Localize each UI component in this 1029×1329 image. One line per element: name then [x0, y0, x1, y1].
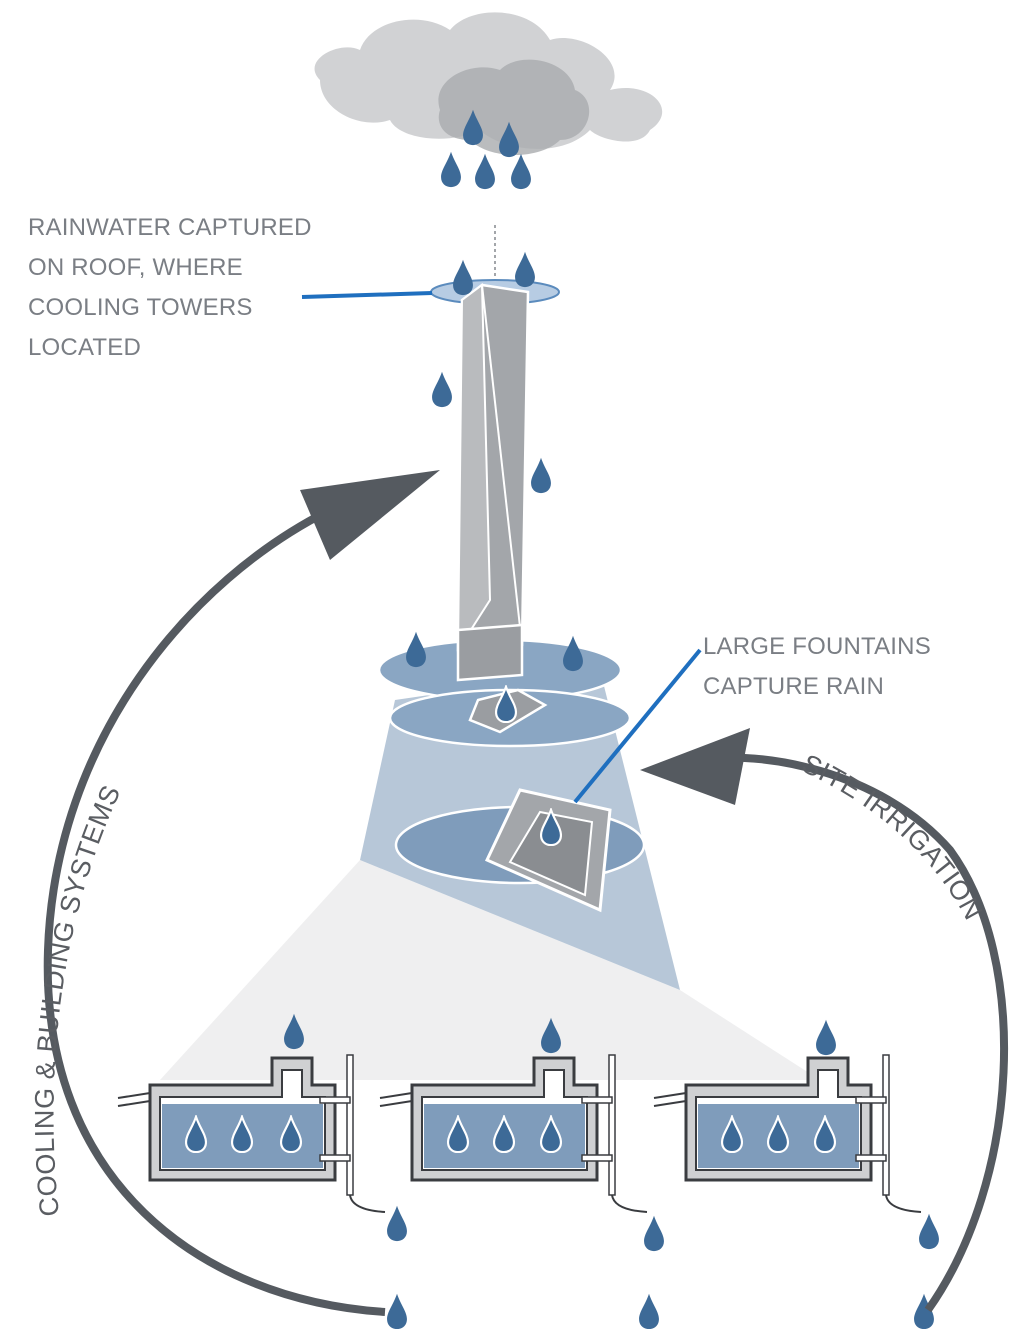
- flow-arrow-icon: [43, 470, 1008, 1316]
- roof-label-line: ON ROOF, WHERE: [28, 254, 243, 281]
- flow-label-left: COOLING & BUILDING SYSTEMS: [29, 781, 126, 1218]
- site-area: [160, 860, 820, 1080]
- fountains-label-line: CAPTURE RAIN: [703, 673, 885, 700]
- fountains-label-line: LARGE FOUNTAINS: [703, 633, 931, 660]
- roof-label-line: LOCATED: [28, 334, 141, 361]
- leader-lines: [301, 291, 702, 804]
- roof-label-line: RAINWATER CAPTURED: [28, 214, 312, 241]
- roof-label: RAINWATER CAPTURED ON ROOF, WHERE COOLIN…: [28, 208, 312, 368]
- fountain-icon: [484, 788, 612, 913]
- cloud-icon: [314, 12, 663, 155]
- flow-label-right: SITE IRRIGATION: [798, 748, 989, 925]
- roof-label-line: COOLING TOWERS: [28, 294, 253, 321]
- fountains-label: LARGE FOUNTAINS CAPTURE RAIN: [703, 627, 931, 707]
